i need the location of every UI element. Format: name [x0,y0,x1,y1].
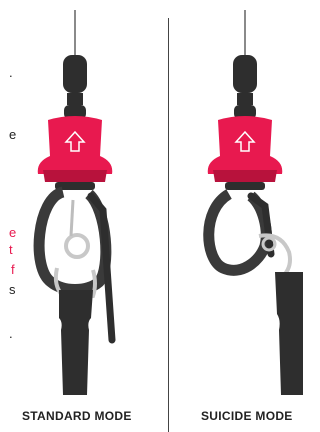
line-stopper [63,55,87,93]
text-fragment: . [9,66,13,79]
chicken-loop [209,194,266,270]
standard-mode-caption: STANDARD MODE [22,409,132,423]
text-fragment: . [9,327,13,340]
panel-divider [168,18,169,432]
safety-leash-strap [59,290,93,395]
line-stopper [233,55,257,93]
standard-mode-panel [15,0,135,395]
swivel-base [225,182,265,190]
text-fragment: t [9,243,13,256]
suicide-mode-panel [185,0,305,395]
safety-leash-strap [275,272,303,395]
release-handle [208,116,283,174]
chicken-ring [66,235,88,257]
standard-mode-illustration [15,0,135,395]
suicide-mode-illustration [185,0,305,395]
suicide-mode-caption: SUICIDE MODE [201,409,293,423]
release-handle [38,116,113,174]
